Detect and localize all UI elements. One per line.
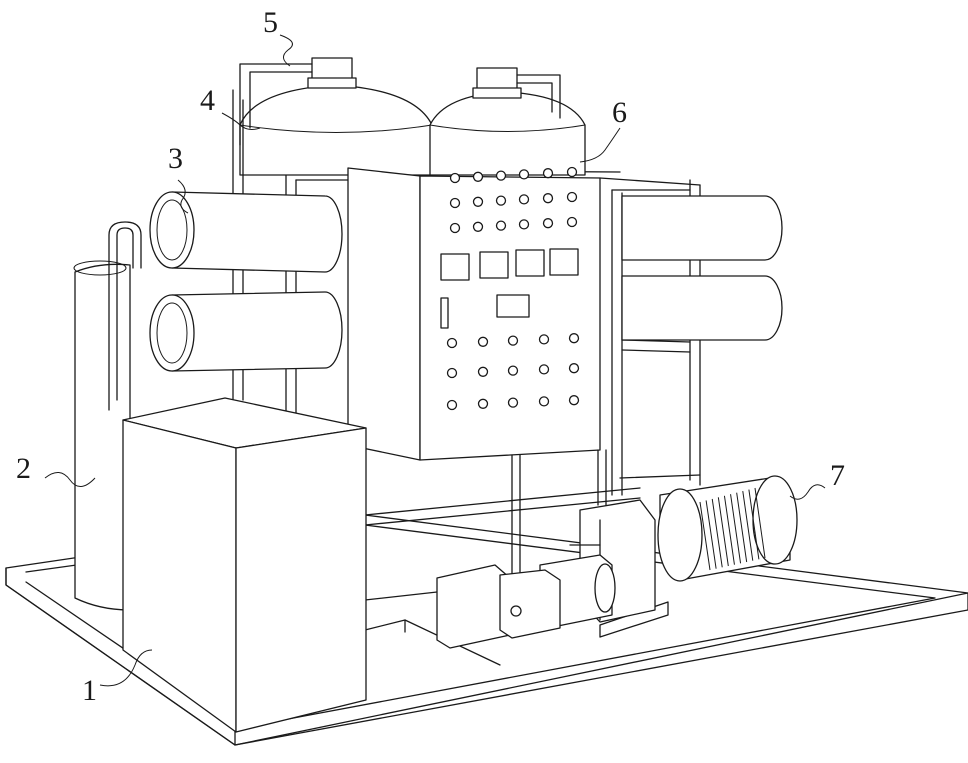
display-panel-2 — [480, 252, 508, 278]
indicator-light — [540, 335, 549, 344]
indicator-light — [497, 221, 506, 230]
indicator-light — [570, 364, 579, 373]
indicator-light — [474, 197, 483, 206]
label-7: 7 — [830, 459, 845, 492]
indicator-light — [520, 170, 529, 179]
tank-right — [430, 92, 585, 175]
indicator-light — [540, 365, 549, 374]
label-6: 6 — [612, 96, 627, 129]
indicator-light — [544, 169, 553, 178]
indicator-light — [479, 399, 488, 408]
label-2: 2 — [16, 452, 31, 485]
indicator-light — [568, 218, 577, 227]
indicator-light — [509, 366, 518, 375]
right-membrane-tubes — [622, 196, 782, 340]
indicator-light — [544, 219, 553, 228]
indicator-light — [544, 194, 553, 203]
indicator-light — [474, 172, 483, 181]
label-3: 3 — [168, 142, 183, 175]
display-panel-1 — [441, 254, 469, 280]
indicator-light — [570, 334, 579, 343]
indicator-light — [509, 398, 518, 407]
indicator-light — [540, 397, 549, 406]
indicator-light — [497, 171, 506, 180]
indicator-light — [570, 396, 579, 405]
indicator-light — [448, 339, 457, 348]
indicator-light — [479, 367, 488, 376]
label-5: 5 — [263, 6, 278, 39]
indicator-light — [474, 222, 483, 231]
indicator-slot — [441, 298, 448, 328]
indicator-light — [509, 336, 518, 345]
display-panel-4 — [550, 249, 578, 275]
indicator-light — [451, 224, 460, 233]
left-membrane-tubes — [150, 192, 342, 371]
indicator-light — [568, 168, 577, 177]
display-panel-5 — [497, 295, 529, 317]
indicator-light — [497, 196, 506, 205]
indicator-light — [451, 199, 460, 208]
label-4: 4 — [200, 84, 215, 117]
tank-left — [240, 85, 432, 175]
indicator-light — [520, 220, 529, 229]
display-panel-3 — [516, 250, 544, 276]
indicator-light — [520, 195, 529, 204]
indicator-light — [448, 369, 457, 378]
indicator-light — [479, 337, 488, 346]
label-1: 1 — [82, 674, 97, 707]
indicator-light — [451, 174, 460, 183]
indicator-light — [568, 193, 577, 202]
indicator-light — [448, 401, 457, 410]
